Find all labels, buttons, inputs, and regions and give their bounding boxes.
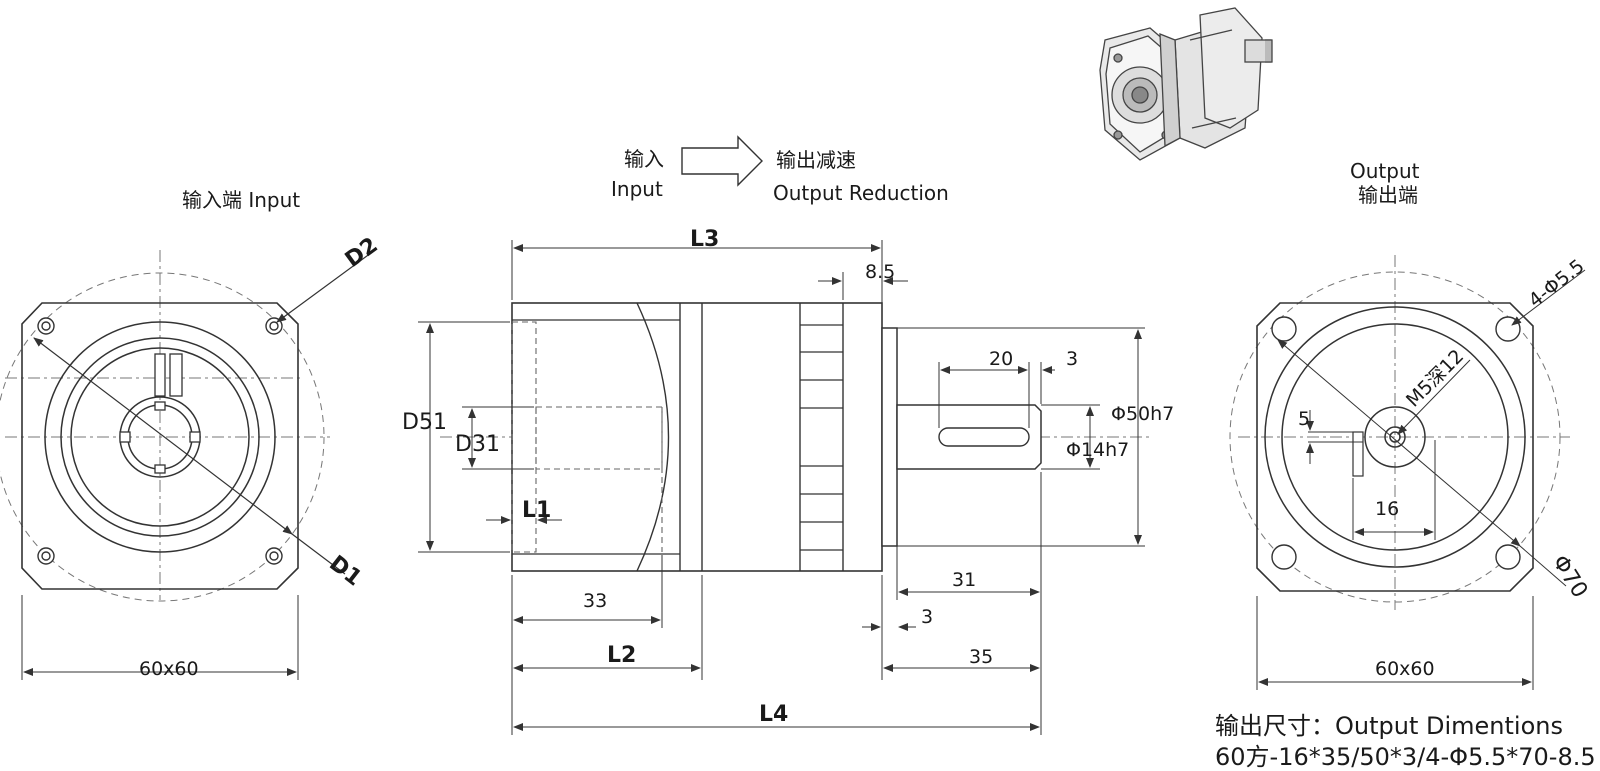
dim16-label: 16 (1375, 498, 1400, 520)
l3-label: L3 (690, 227, 720, 252)
key-length-label: 20 (989, 348, 1014, 370)
d51-label: D51 (402, 410, 447, 435)
d2-label: D2 (341, 233, 383, 273)
spec-title: 输出尺寸：Output Dimentions (1215, 712, 1563, 740)
output-end-view (1229, 255, 1586, 690)
input-end-view (0, 249, 376, 680)
l4-label: L4 (759, 702, 789, 727)
pcd-label: Φ70 (1547, 551, 1592, 603)
input-side-title: 输入端 Input (182, 188, 301, 212)
thread-label: M5深12 (1402, 345, 1468, 411)
output-reduction-cn-label: 输出减速 (776, 148, 856, 172)
left-size-label: 60x60 (139, 658, 199, 680)
dim33-label: 33 (583, 590, 608, 612)
output-reduction-en-label: Output Reduction (773, 181, 949, 205)
input-cn-label: 输入 (624, 147, 664, 171)
l2-label: L2 (607, 643, 637, 668)
right-size-label: 60x60 (1375, 658, 1435, 680)
output-cn-label: 输出端 (1358, 183, 1418, 207)
dim31-label: 31 (952, 569, 977, 591)
key-height-label: 5 (1298, 408, 1311, 430)
output-en-label: Output (1350, 159, 1420, 183)
d31-label: D31 (455, 432, 500, 457)
direction-arrow-icon (681, 135, 763, 187)
holes-label: 4-Φ5.5 (1525, 255, 1589, 312)
spec-line: 60方-16*35/50*3/4-Φ5.5*70-8.5 (1215, 743, 1596, 771)
phi14-label: Φ14h7 (1066, 439, 1130, 461)
dim3b-label: 3 (921, 606, 934, 628)
flange-thickness-label: 8.5 (865, 261, 896, 283)
l1-label: L1 (522, 498, 552, 523)
key-offset-label: 3 (1066, 348, 1079, 370)
input-en-label: Input (611, 177, 663, 201)
dim35-label: 35 (969, 646, 994, 668)
d1-label: D1 (324, 551, 366, 591)
side-section-view (418, 135, 1150, 735)
gearbox-3d-illustration (1099, 7, 1273, 161)
phi50-label: Φ50h7 (1111, 403, 1175, 425)
